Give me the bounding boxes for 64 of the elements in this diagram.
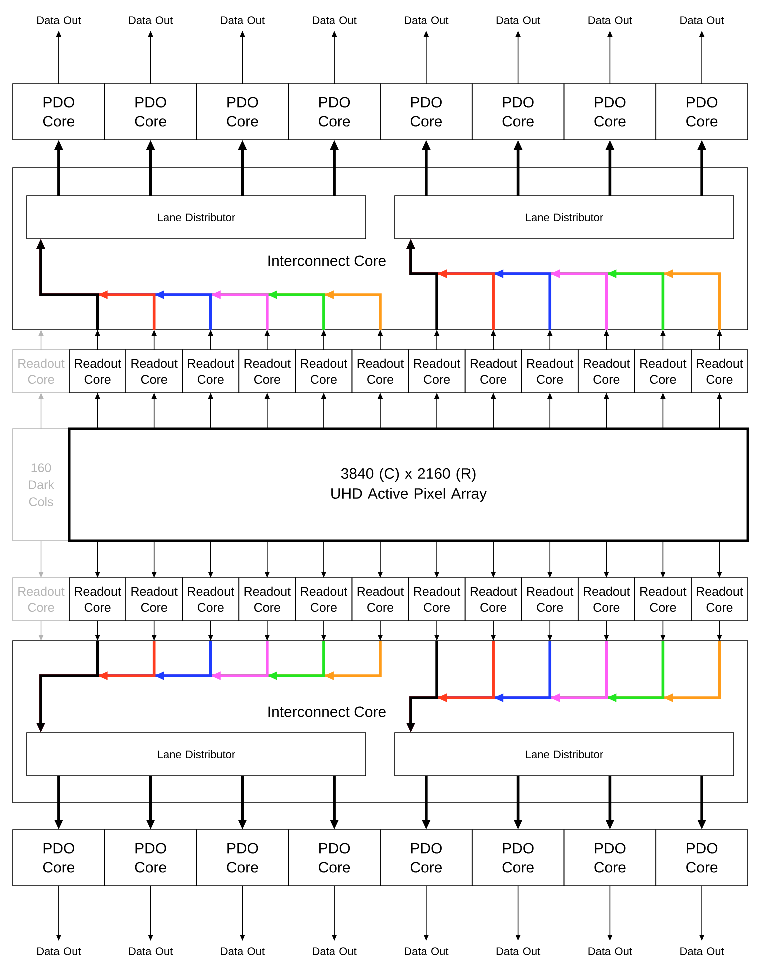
readout-box: Readout Core bbox=[691, 578, 748, 622]
readout-box: Readout Core bbox=[578, 350, 636, 394]
output-label: Data Out bbox=[313, 948, 357, 956]
core-box: PDO Core bbox=[288, 84, 381, 140]
readout-box: Readout Core bbox=[634, 350, 692, 394]
core-box: PDO Core bbox=[472, 84, 565, 140]
readout-box: Readout Core bbox=[182, 578, 240, 622]
readout-box: Readout Core bbox=[634, 578, 692, 622]
readout-box: Readout Core bbox=[578, 578, 636, 622]
readout-box: Readout Core bbox=[12, 578, 70, 622]
distributor-box: Lane Distributor bbox=[26, 196, 366, 240]
core-box: PDO Core bbox=[380, 830, 473, 886]
output-label: Data Out bbox=[680, 16, 724, 24]
core-box: PDO Core bbox=[104, 830, 198, 886]
output-label: Data Out bbox=[38, 948, 82, 956]
readout-box: Readout Core bbox=[126, 350, 184, 394]
output-label: Data Out bbox=[496, 16, 541, 24]
readout-box: Readout Core bbox=[408, 350, 466, 394]
core-box: PDO Core bbox=[472, 830, 565, 886]
output-label: Data Out bbox=[38, 16, 82, 24]
core-box: PDO Core bbox=[12, 84, 106, 140]
core-box: PDO Core bbox=[564, 84, 657, 140]
dark-column-box: 160 Dark Cols bbox=[12, 428, 70, 542]
readout-box: Readout Core bbox=[295, 350, 353, 394]
output-label: Data Out bbox=[221, 948, 265, 956]
readout-box: Readout Core bbox=[126, 578, 184, 622]
core-box: PDO Core bbox=[196, 830, 290, 886]
readout-box: Readout Core bbox=[12, 350, 70, 394]
output-label: Data Out bbox=[588, 948, 632, 956]
readout-box: Readout Core bbox=[408, 578, 466, 622]
core-box: PDO Core bbox=[288, 830, 381, 886]
readout-box: Readout Core bbox=[238, 350, 296, 394]
readout-box: Readout Core bbox=[295, 578, 353, 622]
output-label: Data Out bbox=[405, 948, 449, 956]
distributor-box: Lane Distributor bbox=[26, 732, 366, 776]
readout-box: Readout Core bbox=[352, 350, 410, 394]
core-box: PDO Core bbox=[656, 830, 748, 886]
core-box: PDO Core bbox=[564, 830, 657, 886]
output-label: Data Out bbox=[496, 948, 541, 956]
output-label: Data Out bbox=[313, 16, 357, 24]
output-label: Data Out bbox=[588, 16, 632, 24]
output-label: Data Out bbox=[129, 948, 174, 956]
output-label: Data Out bbox=[405, 16, 449, 24]
pixel-array-box: 3840 (C) x 2160 (R) UHD Active Pixel Array bbox=[68, 428, 750, 542]
distributor-box: Lane Distributor bbox=[394, 732, 734, 776]
readout-box: Readout Core bbox=[238, 578, 296, 622]
readout-box: Readout Core bbox=[691, 350, 748, 394]
distributor-box: Lane Distributor bbox=[394, 196, 734, 240]
readout-box: Readout Core bbox=[521, 578, 579, 622]
readout-box: Readout Core bbox=[521, 350, 579, 394]
readout-box: Readout Core bbox=[69, 350, 126, 394]
core-box: PDO Core bbox=[656, 84, 748, 140]
core-box: PDO Core bbox=[380, 84, 473, 140]
readout-box: Readout Core bbox=[69, 578, 126, 622]
output-label: Data Out bbox=[129, 16, 174, 24]
core-box: PDO Core bbox=[104, 84, 198, 140]
readout-box: Readout Core bbox=[464, 578, 522, 622]
core-box: PDO Core bbox=[12, 830, 106, 886]
readout-box: Readout Core bbox=[464, 350, 522, 394]
core-box: PDO Core bbox=[196, 84, 290, 140]
readout-box: Readout Core bbox=[352, 578, 410, 622]
output-label: Data Out bbox=[221, 16, 265, 24]
readout-box: Readout Core bbox=[182, 350, 240, 394]
output-label: Data Out bbox=[680, 948, 724, 956]
